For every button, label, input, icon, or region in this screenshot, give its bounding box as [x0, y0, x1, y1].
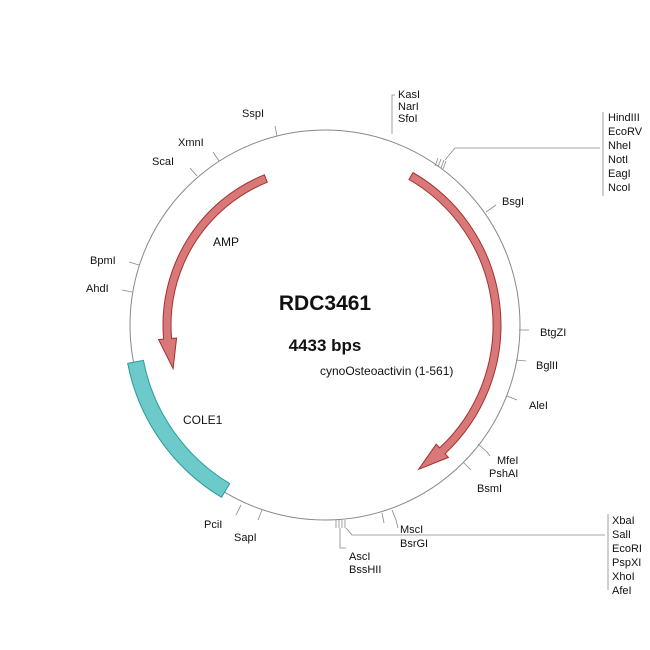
site-label-ecorv: EcoRV [608, 126, 643, 138]
site-label-nari: NarI [398, 101, 419, 113]
asci-leader-line [339, 528, 346, 549]
site-label-ahdi: AhdI [86, 283, 109, 295]
site-label-sfoi: SfoI [398, 113, 418, 125]
msci-leader-line [391, 509, 399, 529]
sapi-tick [257, 509, 263, 521]
site-label-asci: AscI [349, 551, 370, 563]
site-label-scai: ScaI [152, 156, 174, 168]
site-label-xmni: XmnI [178, 137, 204, 149]
mfei-leader-line [477, 443, 491, 457]
site-label-eagi: EagI [608, 168, 631, 180]
scai-tick [189, 167, 198, 177]
mcs1-cluster-tick [434, 157, 439, 167]
site-label-ncoi: NcoI [608, 182, 631, 194]
alei-tick [506, 395, 518, 401]
site-label-pspxi: PspXI [612, 557, 641, 569]
plasmid-length: 4433 bps [289, 336, 362, 355]
site-label-noti: NotI [608, 154, 628, 166]
feature-label-cynoosteoactivin: cynoOsteoactivin (1-561) [320, 364, 453, 378]
site-label-xhoi: XhoI [612, 571, 635, 583]
site-label-alei: AleI [529, 400, 548, 412]
site-label-pshai: PshAI [489, 468, 518, 480]
bsgi-tick [485, 204, 497, 213]
mcs1-cluster-tick [437, 158, 442, 168]
mcs2-cluster-ticks [335, 520, 346, 528]
site-label-bsmi: BsmI [477, 483, 502, 495]
kasi-leader-line [391, 94, 395, 134]
site-label-hindiii: HindIII [608, 112, 640, 124]
mcs2-leader-line [345, 527, 605, 536]
site-label-xbai: XbaI [612, 515, 635, 527]
bsrgi-tick [381, 512, 385, 524]
mcs1-cluster-tick [440, 159, 445, 169]
feature-cole1-arc[interactable] [127, 359, 231, 498]
bglii-tick [515, 359, 527, 362]
site-label-bpmi: BpmI [90, 255, 116, 267]
feature-amp-arrow[interactable] [157, 174, 268, 371]
xmni-tick [212, 151, 220, 162]
site-label-nhei: NheI [608, 140, 631, 152]
site-label-mfei: MfeI [497, 455, 518, 467]
feature-label-amp: AMP [213, 235, 239, 249]
site-label-ecori: EcoRI [612, 543, 642, 555]
site-label-bsshii: BssHII [349, 564, 381, 576]
mcs1-leader-line [444, 147, 600, 161]
site-label-bsrgi: BsrGI [400, 538, 428, 550]
site-label-sali: SalI [612, 529, 631, 541]
site-label-afei: AfeI [612, 585, 632, 597]
ahdi-tick [121, 289, 133, 293]
site-label-sspi: SspI [242, 108, 264, 120]
feature-cynoosteoactivin-arrow[interactable] [408, 171, 502, 471]
mcs1-cluster-tick [442, 160, 447, 170]
site-label-kasi: KasI [398, 89, 420, 101]
plasmid-name: RDC3461 [279, 292, 372, 315]
pcii-tick [235, 504, 242, 516]
site-label-sapi: SapI [234, 532, 257, 544]
site-label-msci: MscI [400, 524, 423, 536]
site-label-bglii: BglII [536, 360, 558, 372]
feature-label-cole1: COLE1 [183, 413, 223, 427]
sspi-tick [274, 125, 278, 137]
mcs1-cluster-ticks [434, 157, 447, 170]
bsmi-tick [462, 461, 472, 471]
bpmi-tick [128, 261, 140, 266]
plasmid-backbone [129, 129, 521, 521]
site-label-bsgi: BsgI [502, 196, 524, 208]
site-label-pcii: PciI [204, 519, 222, 531]
site-label-btgzi: BtgZI [540, 327, 566, 339]
